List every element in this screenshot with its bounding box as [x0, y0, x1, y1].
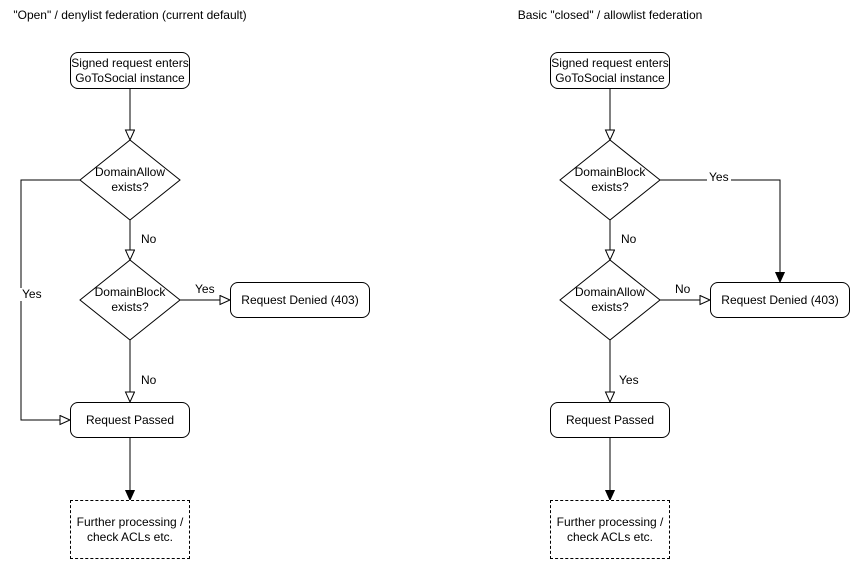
- node-request-denied-right: Request Denied (403): [710, 282, 850, 318]
- node-start-left: Signed request enters GoToSocial instanc…: [70, 52, 190, 89]
- decision-domainblock-right: DomainBlock exists?: [559, 139, 661, 221]
- left-flowchart-title: "Open" / denylist federation (current de…: [13, 8, 247, 22]
- edge-label-d1-no-left: No: [139, 232, 159, 246]
- node-request-passed-left: Request Passed: [70, 402, 190, 438]
- edge-label-d1-yes-right: Yes: [707, 170, 731, 184]
- decision-domainallow-right: DomainAllow exists?: [559, 259, 661, 341]
- node-request-passed-left-label: Request Passed: [85, 412, 175, 427]
- node-request-denied-left: Request Denied (403): [230, 282, 370, 318]
- node-further-processing-right: Further processing / check ACLs etc.: [550, 500, 670, 559]
- edge-label-d1-yes-left: Yes: [20, 287, 44, 301]
- decision-domainblock-left-label: DomainBlock exists?: [94, 285, 166, 314]
- diamond-shape: [79, 139, 181, 221]
- decision-domainallow-right-label: DomainAllow exists?: [574, 285, 646, 314]
- node-request-passed-right: Request Passed: [550, 402, 670, 438]
- decision-domainallow-left-label: DomainAllow exists?: [94, 165, 166, 194]
- right-flowchart-title: Basic "closed" / allowlist federation: [517, 8, 703, 22]
- diamond-shape: [559, 139, 661, 221]
- edge-label-d2-no-right: No: [673, 282, 693, 296]
- decision-domainblock-right-label: DomainBlock exists?: [574, 165, 646, 194]
- edge-label-d2-yes-right: Yes: [617, 373, 641, 387]
- edge-label-d1-no-right: No: [619, 232, 639, 246]
- node-start-right-label: Signed request enters GoToSocial instanc…: [551, 55, 669, 85]
- node-request-denied-left-label: Request Denied (403): [241, 292, 359, 307]
- node-request-denied-right-label: Request Denied (403): [721, 292, 839, 307]
- node-further-processing-left-label: Further processing / check ACLs etc.: [76, 514, 184, 544]
- diamond-shape: [559, 259, 661, 341]
- decision-domainallow-left: DomainAllow exists?: [79, 139, 181, 221]
- node-request-passed-right-label: Request Passed: [565, 412, 655, 427]
- node-further-processing-left: Further processing / check ACLs etc.: [70, 500, 190, 559]
- edge-decision1-yes-right: [660, 179, 780, 282]
- node-start-left-label: Signed request enters GoToSocial instanc…: [71, 55, 189, 85]
- node-start-right: Signed request enters GoToSocial instanc…: [550, 52, 670, 89]
- diamond-shape: [79, 259, 181, 341]
- decision-domainblock-left: DomainBlock exists?: [79, 259, 181, 341]
- edge-label-d2-yes-left: Yes: [193, 282, 217, 296]
- edge-label-d2-no-left: No: [139, 373, 159, 387]
- node-further-processing-right-label: Further processing / check ACLs etc.: [556, 514, 664, 544]
